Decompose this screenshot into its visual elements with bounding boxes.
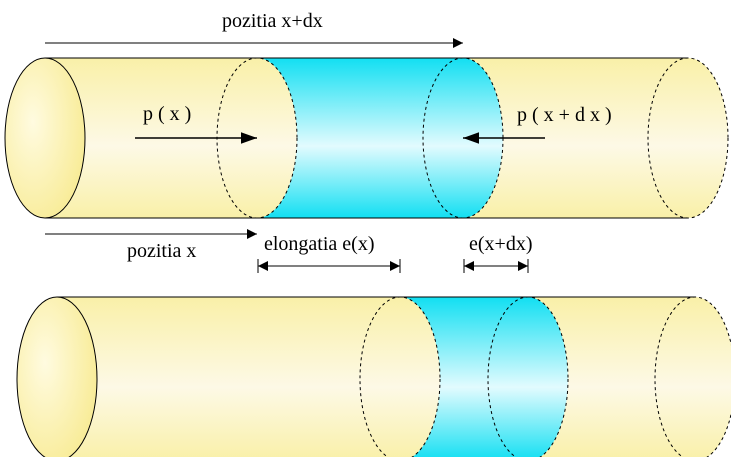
label-p-x-dx: p ( x + d x ) bbox=[517, 104, 612, 126]
label-p-x: p ( x ) bbox=[143, 103, 191, 125]
bottom-tube bbox=[16, 296, 731, 457]
top-left-cap bbox=[4, 57, 86, 219]
label-pozitia-x: pozitia x bbox=[127, 240, 196, 262]
bottom-section-shifted-x bbox=[359, 296, 441, 457]
bottom-left-cap bbox=[16, 296, 98, 457]
top-right-end bbox=[647, 57, 729, 219]
bottom-tube-left-section bbox=[57, 297, 440, 457]
top-tube-right-section bbox=[463, 58, 728, 218]
top-tube-element-section bbox=[257, 58, 503, 218]
label-e-x-dx: e(x+dx) bbox=[469, 233, 532, 255]
bottom-tube-element-section bbox=[400, 297, 568, 457]
label-elongatia: elongatia e(x) bbox=[264, 233, 375, 255]
top-tube: p ( x ) p ( x + d x ) bbox=[4, 57, 729, 219]
bottom-right-end bbox=[654, 296, 731, 457]
bottom-tube-right-section bbox=[528, 297, 731, 457]
bottom-section-shifted-x-dx bbox=[487, 296, 569, 457]
label-pozitia-x-dx: pozitia x+dx bbox=[222, 10, 323, 32]
